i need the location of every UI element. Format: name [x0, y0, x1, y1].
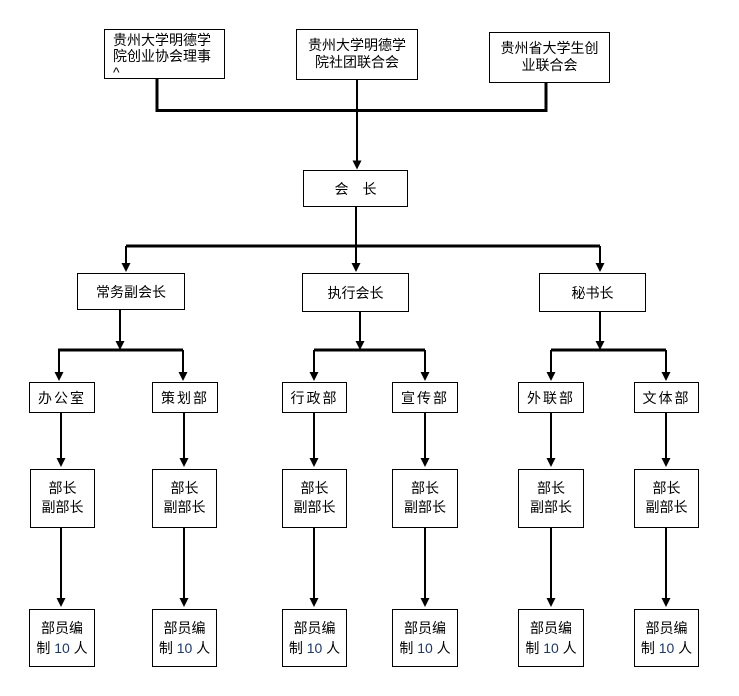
box-label: 执行会长	[327, 284, 384, 301]
box-members-4: 部员编 制 10 人	[392, 609, 458, 667]
box-text-line: 部员编	[404, 620, 446, 636]
box-text-line: 部员编	[645, 620, 688, 636]
box-text-line: 副部长	[530, 499, 572, 515]
box-text-line: ^	[113, 64, 120, 80]
box-provincial-union: 贵州省大学生创 业联合会	[489, 32, 610, 83]
box-members-3: 部员编 制 10 人	[282, 609, 347, 667]
box-text-line: 部员编	[163, 620, 206, 636]
box-text-line: 贵州大学明德学	[308, 37, 406, 53]
box-text-line: 部长	[411, 480, 439, 496]
box-leaders-6: 部长 副部长	[634, 469, 699, 528]
member-count-suffix: 人	[192, 640, 211, 656]
box-label: 策划部	[161, 389, 209, 406]
box-dept-publicity: 宣传部	[392, 382, 458, 413]
box-dept-planning: 策划部	[152, 382, 218, 413]
box-text-line: 副部长	[293, 499, 336, 515]
box-text-line: 制 10 人	[153, 638, 216, 658]
arrowheads	[54, 160, 671, 607]
box-leaders-1: 部长 副部长	[30, 469, 95, 528]
box-members-1: 部员编 制 10 人	[29, 609, 95, 667]
member-count-prefix: 制	[158, 640, 177, 656]
box-leaders-5: 部长 副部长	[518, 469, 584, 528]
member-count: 10	[543, 640, 559, 656]
box-leaders-3: 部长 副部长	[282, 469, 347, 528]
box-text-line: 制 10 人	[519, 638, 583, 658]
member-count: 10	[306, 640, 323, 656]
box-text-line: 部长	[537, 480, 565, 496]
box-members-5: 部员编 制 10 人	[518, 609, 584, 667]
member-count-suffix: 人	[432, 640, 451, 656]
box-text-line: 部长	[170, 480, 199, 496]
box-label: 外联部	[527, 389, 575, 406]
member-count-prefix: 制	[36, 640, 55, 656]
box-text-line: 部长	[300, 480, 329, 496]
box-club-federation: 贵州大学明德学 院社团联合会	[296, 29, 418, 80]
box-text-line: 业联合会	[521, 57, 578, 73]
box-text-line: 副部长	[645, 499, 688, 515]
box-text-line: 部长	[48, 480, 77, 496]
box-members-6: 部员编 制 10 人	[634, 609, 699, 667]
member-count: 10	[658, 640, 675, 656]
box-leaders-4: 部长 副部长	[392, 469, 458, 528]
box-text-line: 部员编	[293, 620, 336, 636]
box-council-directors: 贵州大学明德学 院创业协会理事 ^	[104, 29, 225, 80]
box-text-line: 院社团联合会	[315, 54, 399, 70]
member-count-suffix: 人	[69, 640, 88, 656]
member-count-prefix: 制	[288, 640, 307, 656]
box-secretary-general: 秘书长	[539, 273, 646, 312]
box-dept-office: 办公室	[29, 382, 95, 413]
box-president: 会 长	[303, 170, 408, 207]
box-text-line: 副部长	[404, 499, 446, 515]
member-count-suffix: 人	[558, 640, 577, 656]
member-count-prefix: 制	[399, 640, 418, 656]
box-leaders-2: 部长 副部长	[152, 469, 217, 528]
member-count: 10	[54, 640, 70, 656]
member-count-prefix: 制	[525, 640, 544, 656]
box-exec-vice-president: 常务副会长	[77, 273, 185, 310]
box-label: 宣传部	[401, 389, 449, 406]
member-count-suffix: 人	[322, 640, 341, 656]
box-text-line: 制 10 人	[30, 638, 94, 658]
box-text-line: 部长	[652, 480, 681, 496]
box-label: 办公室	[38, 389, 86, 406]
box-members-2: 部员编 制 10 人	[152, 609, 217, 667]
box-text-line: 副部长	[163, 499, 206, 515]
member-count: 10	[417, 640, 433, 656]
box-text-line: 部员编	[41, 620, 83, 636]
box-text-line: 制 10 人	[635, 638, 698, 658]
box-text-line: 制 10 人	[393, 638, 457, 658]
member-count: 10	[176, 640, 193, 656]
box-dept-administration: 行政部	[282, 382, 347, 413]
member-count-prefix: 制	[640, 640, 659, 656]
box-label: 常务副会长	[96, 283, 166, 300]
box-dept-outreach: 外联部	[518, 382, 584, 413]
box-executive-president: 执行会长	[302, 273, 409, 312]
member-count-suffix: 人	[674, 640, 693, 656]
box-dept-culture-sports: 文体部	[634, 382, 699, 413]
box-text-line: 贵州省大学生创	[500, 40, 599, 56]
box-label: 行政部	[290, 389, 339, 406]
box-text-line: 贵州大学明德学	[113, 32, 211, 48]
box-text-line: 部员编	[530, 620, 572, 636]
box-label: 秘书长	[571, 284, 614, 301]
box-text-line: 副部长	[41, 499, 84, 515]
box-text-line: 制 10 人	[283, 638, 346, 658]
box-label: 会 长	[334, 180, 377, 197]
box-label: 文体部	[642, 389, 691, 406]
box-text-line: 院创业协会理事	[113, 48, 211, 64]
